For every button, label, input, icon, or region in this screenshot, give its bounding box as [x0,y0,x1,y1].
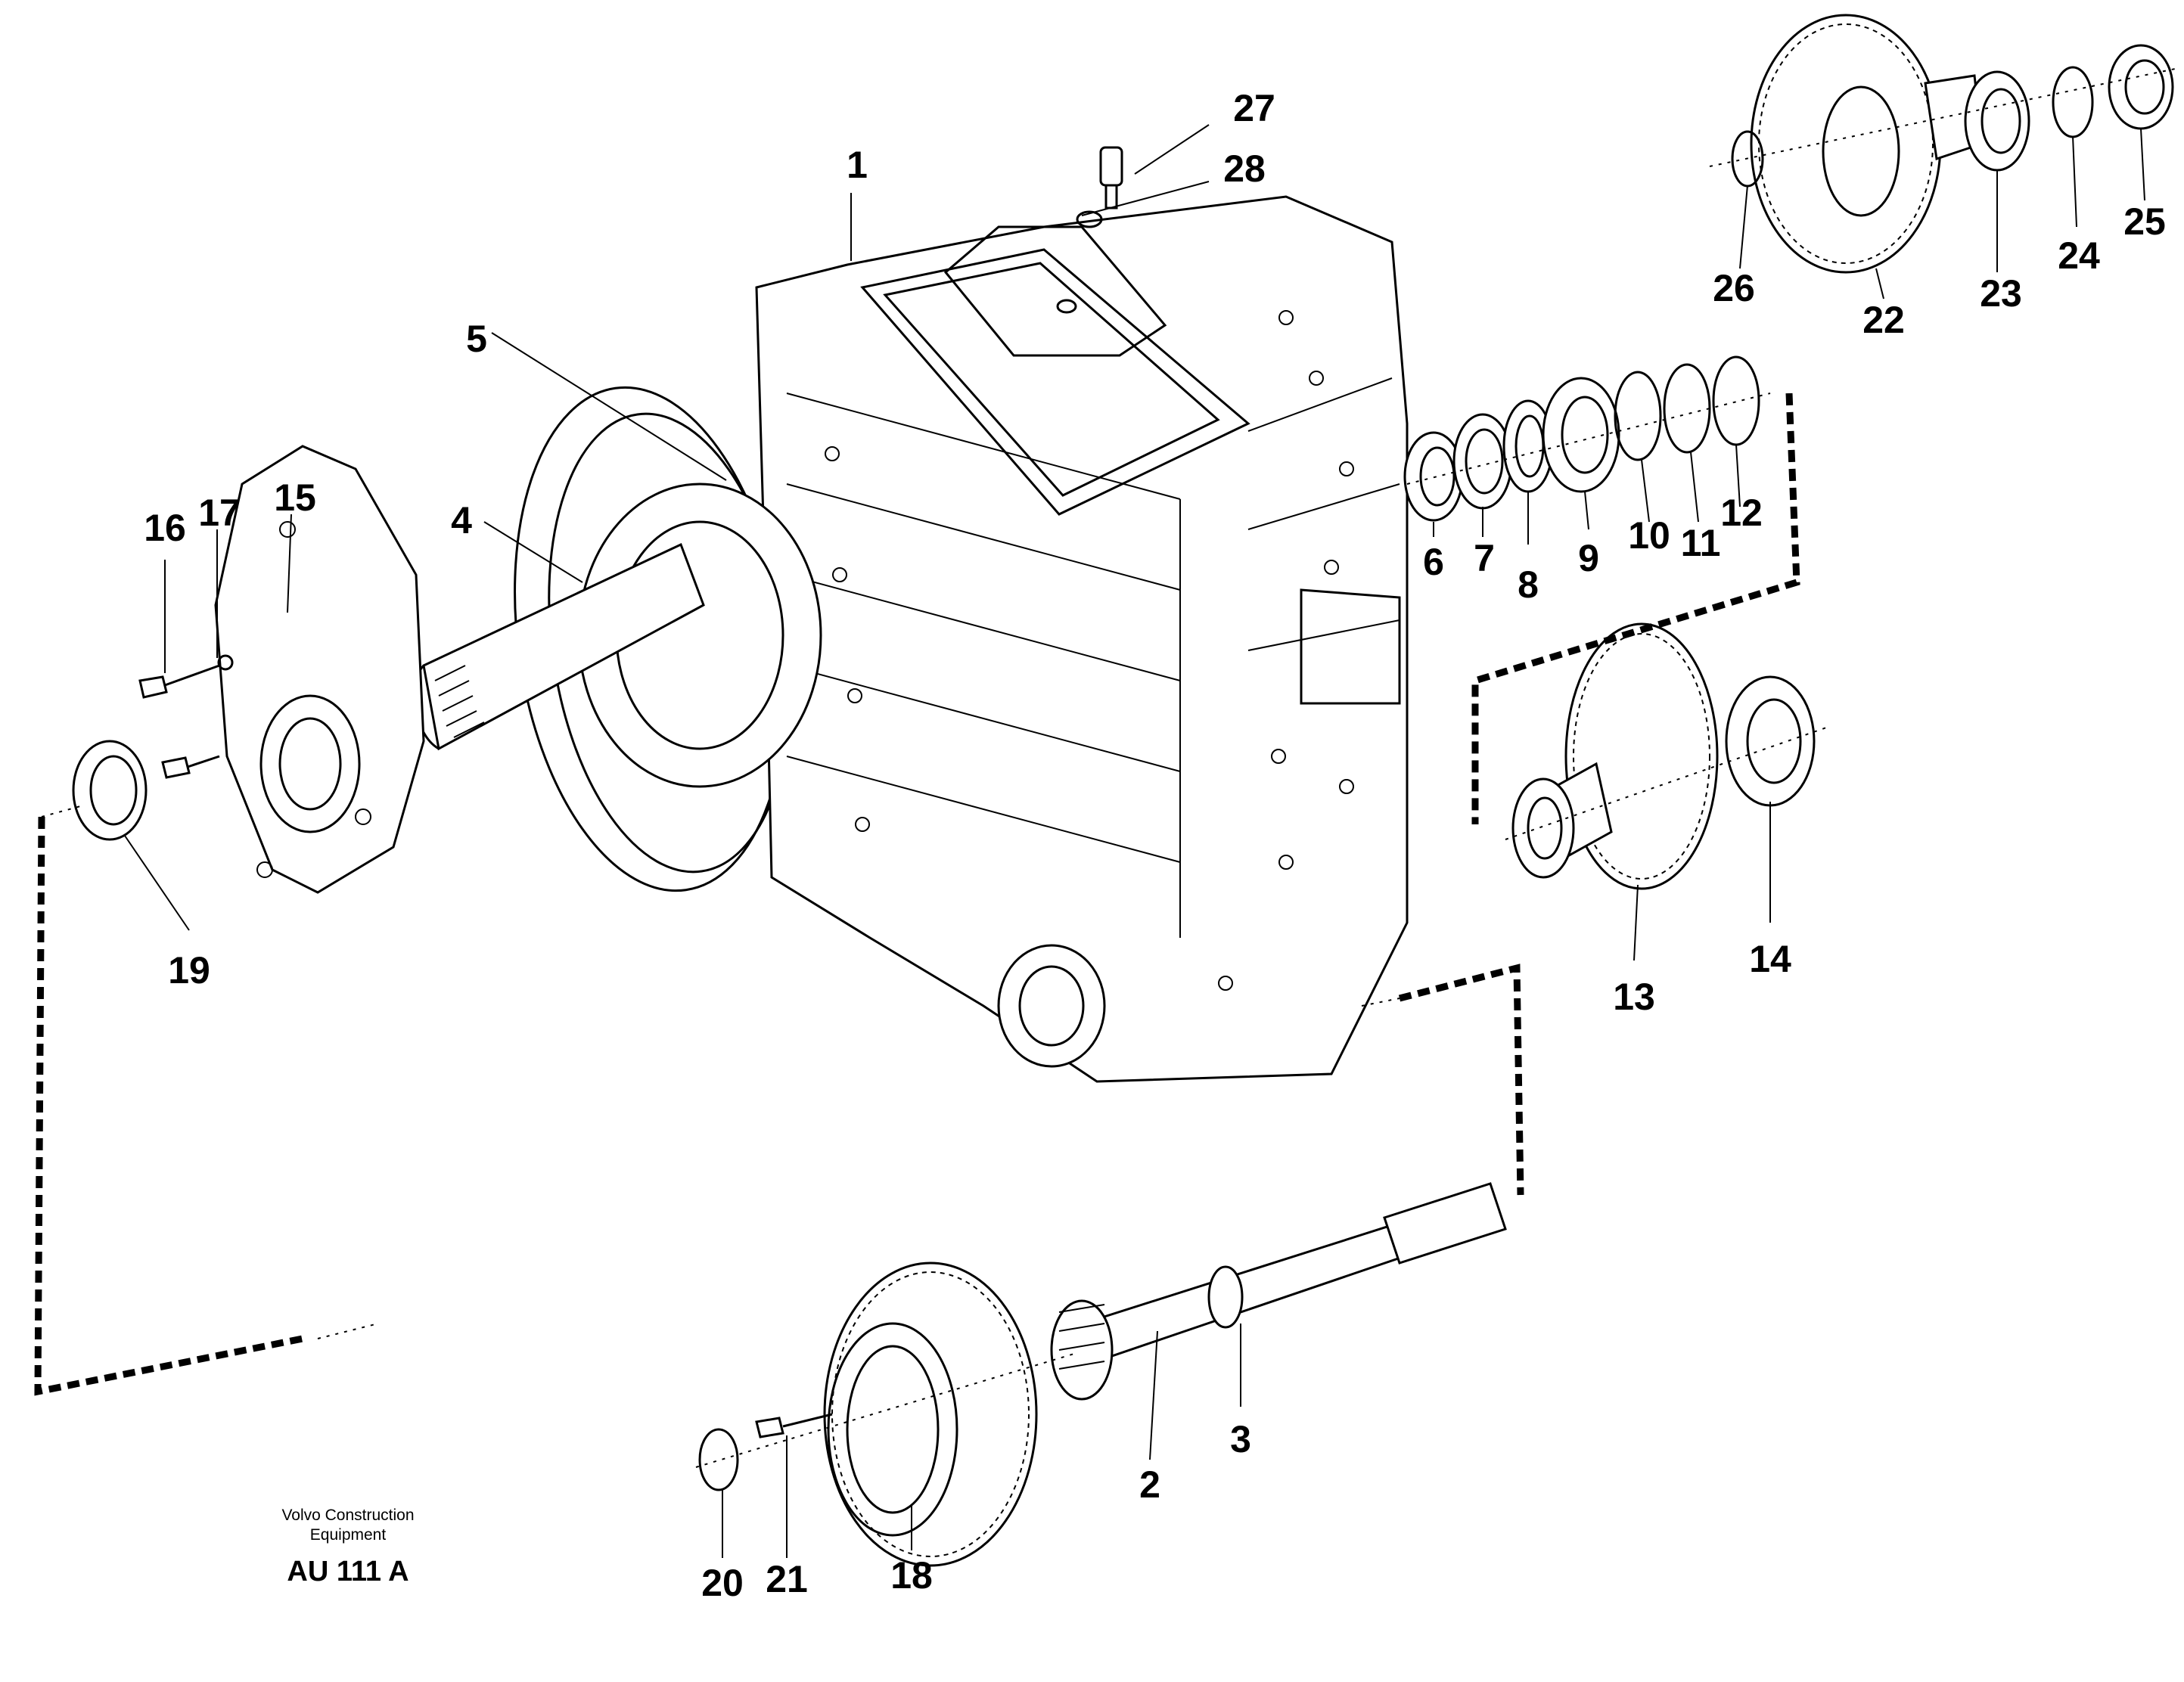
callout-22: 22 [1862,299,1905,341]
bearing-pack [1403,355,1771,522]
bolts-16-17 [138,654,234,779]
leader-lines [124,124,2145,1558]
idler-gear [1505,622,1831,890]
callout-12: 12 [1720,492,1763,534]
front-cover [214,445,425,894]
callout-4: 4 [451,499,472,542]
callout-23: 23 [1980,272,2022,315]
output-gear-assembly [1709,14,2179,274]
callout-8: 8 [1518,563,1539,606]
callout-3: 3 [1230,1418,1251,1460]
callout-6: 6 [1423,541,1444,583]
callout-1: 1 [847,144,868,186]
callout-14: 14 [1749,938,1791,980]
callout-labels: 1 2 3 4 5 6 7 8 9 10 11 12 13 14 15 16 1… [144,87,2166,1604]
callout-10: 10 [1628,514,1670,557]
callout-20: 20 [701,1562,744,1604]
callout-17: 17 [198,492,241,534]
drawing-code: AU 111 A [287,1556,409,1587]
callout-24: 24 [2058,234,2100,277]
callout-7: 7 [1474,537,1495,579]
callout-19: 19 [168,949,210,992]
callout-5: 5 [466,318,487,360]
callout-26: 26 [1713,267,1755,309]
input-shaft-clutch [413,483,822,788]
credit-line-2: Equipment [310,1526,387,1544]
credit-block: Volvo Construction Equipment AU 111 A [281,1507,414,1587]
callout-16: 16 [144,507,186,549]
circlip-20-bolt-21 [695,1353,1075,1491]
callout-15: 15 [274,476,316,519]
callout-11: 11 [1681,522,1721,564]
callout-25: 25 [2123,200,2166,243]
assembly-path-lines [34,393,1800,1396]
callout-2: 2 [1139,1463,1160,1506]
callout-21: 21 [766,1558,808,1600]
callout-18: 18 [890,1554,933,1597]
callout-9: 9 [1578,537,1599,579]
seal-ring-19 [72,740,148,841]
callout-13: 13 [1613,976,1655,1018]
callout-28: 28 [1223,147,1266,190]
main-shaft [1050,1182,1507,1401]
callout-27: 27 [1233,87,1275,129]
main-gear-18 [823,1262,1038,1567]
credit-line-1: Volvo Construction [281,1507,414,1524]
